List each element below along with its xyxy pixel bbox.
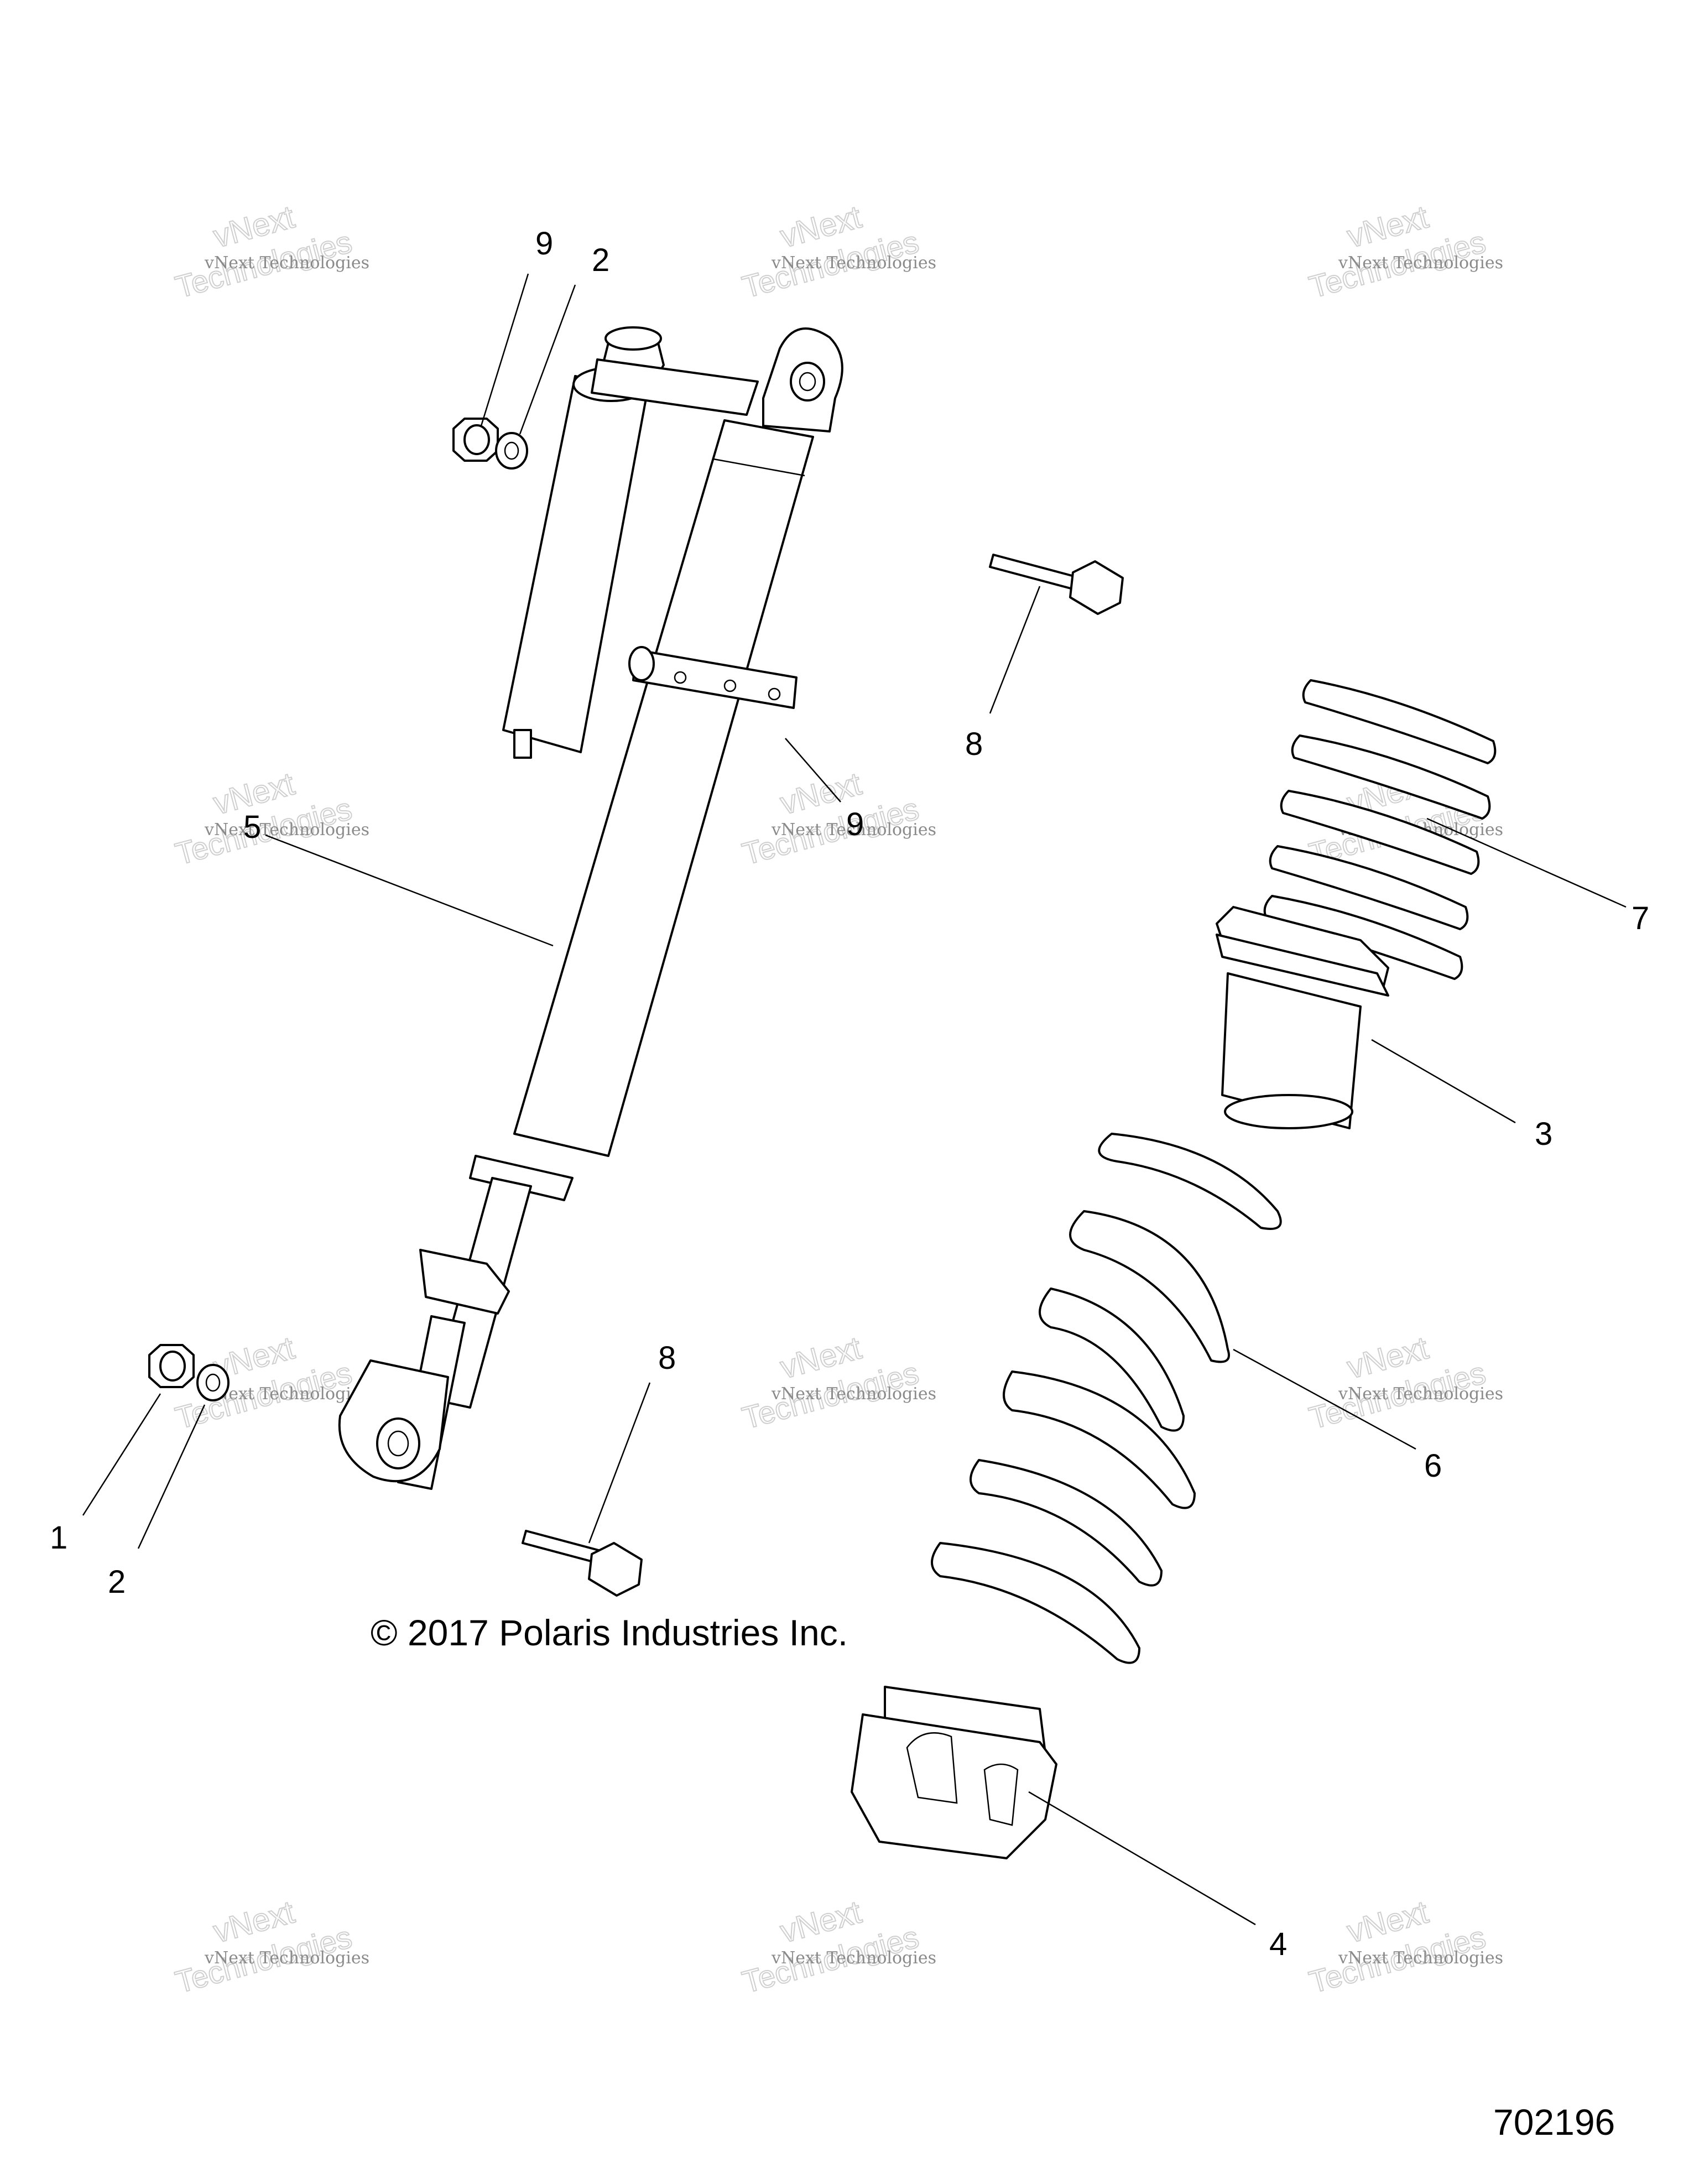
watermark-text: vNext Technologies bbox=[1338, 1948, 1503, 1968]
spring-seat-icon bbox=[851, 1686, 1057, 1859]
spacer-icon bbox=[1216, 906, 1389, 1129]
document-number: 702196 bbox=[1493, 2102, 1615, 2143]
spring-icon bbox=[931, 1133, 1282, 1664]
watermark: vNext Technologies bbox=[738, 1893, 923, 2000]
callouts: 9 2 8 5 9 7 3 8 6 1 2 4 bbox=[50, 226, 1649, 1962]
watermark: vNext Technologies bbox=[738, 765, 923, 872]
callout-8: 8 bbox=[658, 1340, 676, 1376]
callout-3: 3 bbox=[1535, 1116, 1552, 1152]
watermark-text: vNext Technologies bbox=[1338, 1384, 1503, 1404]
watermark-text: vNext Technologies bbox=[204, 253, 369, 273]
watermark: vNext Technologies bbox=[171, 1893, 356, 2000]
nut-icon bbox=[452, 418, 499, 462]
callout-4: 4 bbox=[1269, 1926, 1287, 1962]
watermark: vNext Technologies bbox=[738, 1329, 923, 1436]
callout-1: 1 bbox=[50, 1520, 67, 1556]
watermark-text: vNext Technologies bbox=[1338, 253, 1503, 273]
watermark-text: vNext Technologies bbox=[204, 820, 369, 840]
callout-9: 9 bbox=[535, 226, 553, 262]
nut-icon bbox=[148, 1344, 195, 1388]
watermark: vNext Technologies bbox=[738, 198, 923, 305]
watermark-text: vNext Technologies bbox=[771, 253, 936, 273]
callout-2: 2 bbox=[592, 242, 609, 278]
watermark: vNext Technologies bbox=[1305, 1329, 1489, 1436]
watermark-text: vNext Technologies bbox=[771, 1948, 936, 1968]
bolt-icon bbox=[522, 1530, 643, 1597]
watermark-text: vNext Technologies bbox=[771, 820, 936, 840]
watermark-text: vNext Technologies bbox=[204, 1384, 369, 1404]
callout-5: 5 bbox=[243, 809, 261, 845]
callout-6: 6 bbox=[1424, 1448, 1442, 1484]
callout-2: 2 bbox=[108, 1564, 126, 1600]
watermark: vNext Technologies bbox=[171, 198, 356, 305]
copyright-text: © 2017 Polaris Industries Inc. bbox=[371, 1612, 848, 1653]
leader-lines bbox=[82, 273, 1627, 1926]
watermark: vNext Technologies bbox=[1305, 1893, 1489, 2000]
shock-absorber-icon bbox=[338, 326, 843, 1490]
callout-9: 9 bbox=[846, 806, 864, 842]
watermark: vNext Technologies bbox=[1305, 198, 1489, 305]
watermark-text: vNext Technologies bbox=[204, 1948, 369, 1968]
washer-icon bbox=[196, 1364, 230, 1401]
bolt-icon bbox=[989, 554, 1124, 615]
spring-icon bbox=[1263, 679, 1497, 980]
watermark-text: vNext Technologies bbox=[771, 1384, 936, 1404]
callout-8: 8 bbox=[965, 726, 983, 762]
callout-7: 7 bbox=[1632, 900, 1649, 936]
washer-icon bbox=[495, 432, 528, 470]
